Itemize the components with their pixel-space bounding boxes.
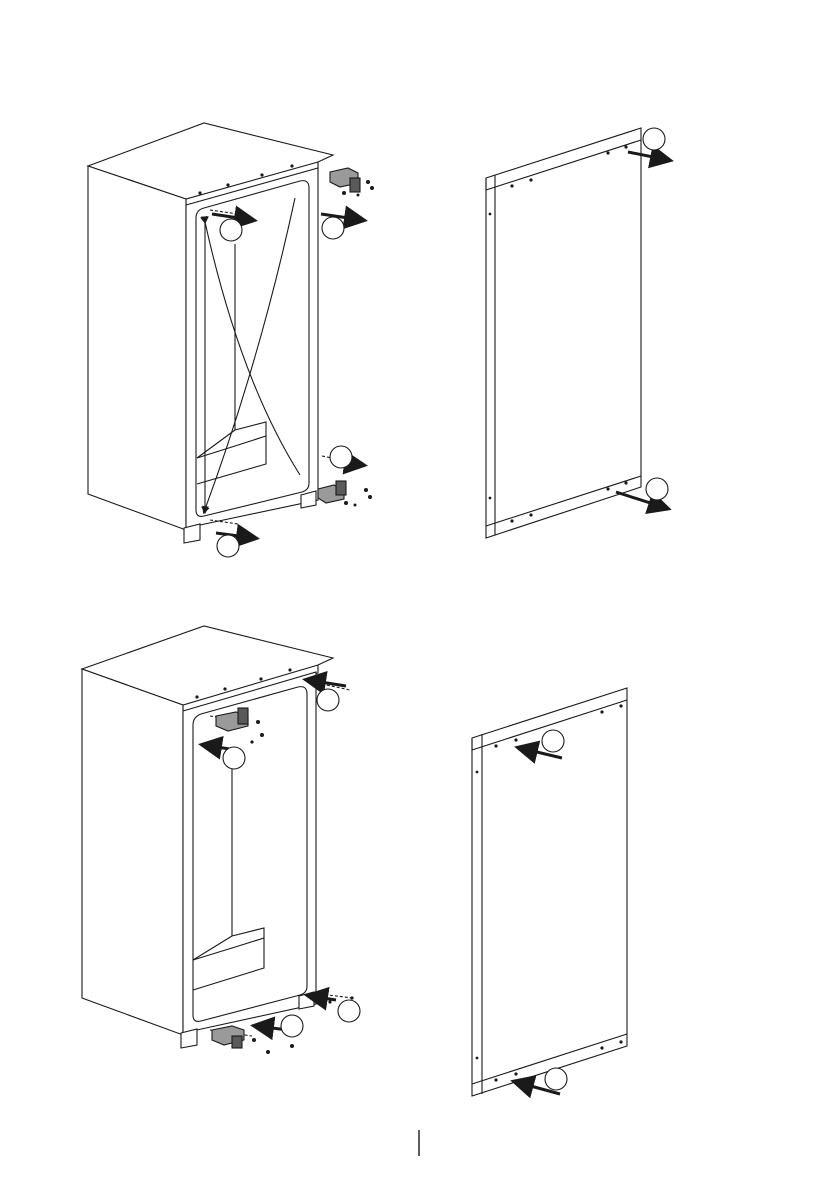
figure-door-top [486,128,668,538]
door-panel-front [486,128,641,538]
callout-circle-icon [643,128,668,500]
figure-door-bottom [472,688,627,1096]
figure-cabinet-bottom [82,626,360,1054]
cabinet-left-side [88,166,186,530]
cabinet-front-frame [186,168,318,528]
cabinet-front-frame [183,672,316,1033]
cabinet-left-side [82,669,183,1035]
figure-cabinet-top [88,123,374,557]
